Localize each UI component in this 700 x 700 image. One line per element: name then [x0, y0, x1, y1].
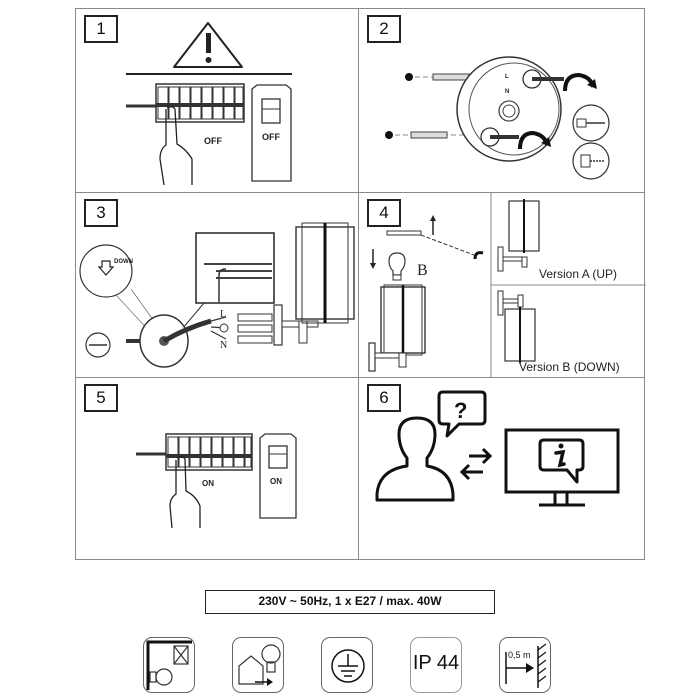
screwdriver-icon	[572, 104, 610, 142]
rotate-arrow-icon	[518, 72, 597, 150]
main-switch-box	[259, 433, 297, 519]
hand-pointing-icon	[159, 106, 193, 186]
panel-1-illustration: OFF OFF	[126, 22, 292, 186]
panel-step-3: 3 DOWN	[75, 192, 359, 378]
drill-icon	[572, 142, 610, 180]
warning-icon	[173, 22, 243, 68]
step-number: 5	[84, 384, 118, 412]
min-distance-icon: 0,5 m	[499, 637, 551, 693]
question-bubble-icon: ?	[437, 390, 487, 438]
wire-n-label: N	[220, 340, 227, 351]
down-label: DOWN	[114, 259, 133, 265]
ip-rating-label: IP 44	[412, 652, 460, 674]
breaker-state-label: ON	[202, 479, 214, 488]
panel-step-4: 4 B	[358, 192, 646, 379]
exchange-arrows-icon	[459, 447, 493, 481]
detail-magnifier: DOWN	[79, 244, 162, 334]
protective-earth-icon	[321, 637, 373, 693]
indoor-outdoor-mounting-icon	[143, 637, 195, 693]
switch-state-label: ON	[270, 477, 282, 486]
panel-4-illustration: B	[368, 193, 646, 379]
step-number: 6	[367, 384, 401, 412]
panel-2-illustration: L N	[385, 56, 610, 180]
panel-step-2: 2 L N	[358, 8, 645, 193]
svg-text:?: ?	[454, 398, 467, 423]
panel-6-illustration: ?	[375, 390, 620, 507]
bulb-icon	[370, 249, 406, 281]
version-a-label: Version A (UP)	[539, 267, 618, 281]
step-number: 3	[84, 199, 118, 227]
step-number: 4	[367, 199, 401, 227]
lamp-main-drawing	[368, 284, 426, 372]
bulb-label: B	[417, 262, 428, 279]
wire-l-label: L	[220, 309, 226, 320]
monitor-info-icon	[504, 428, 620, 507]
hand-pointing-icon	[169, 456, 201, 529]
switch-state-label: OFF	[262, 132, 280, 142]
panel-step-5: 5 ON ON	[75, 377, 359, 560]
person-icon	[375, 416, 455, 502]
terminal-n-label: N	[505, 89, 509, 95]
glass-removal	[386, 215, 484, 260]
distance-label: 0,5 m	[508, 650, 531, 660]
wire-connectors	[210, 313, 273, 344]
main-switch-box	[251, 84, 292, 182]
terminal-l-label: L	[505, 74, 509, 80]
screwdriver-icon	[85, 332, 111, 358]
panel-step-6: 6 ?	[358, 377, 645, 560]
circuit-breaker-panel	[136, 433, 253, 471]
step-number: 2	[367, 15, 401, 43]
circuit-breaker-panel	[126, 83, 245, 123]
version-b-label: Version B (DOWN)	[519, 360, 620, 374]
panel-5-illustration: ON ON	[136, 433, 297, 529]
mounting-plate	[126, 314, 212, 368]
panel-step-1: 1 OFF OFF	[75, 8, 359, 193]
wiring-detail-inset	[171, 232, 275, 342]
panel-3-illustration: DOWN	[79, 222, 355, 368]
step-number: 1	[84, 15, 118, 43]
outdoor-lamp-suitable-icon	[232, 637, 284, 693]
electrical-spec: 230V ~ 50Hz, 1 x E27 / max. 40W	[205, 590, 495, 614]
lamp-version-a	[497, 199, 540, 272]
breaker-state-label: OFF	[204, 136, 222, 146]
ip-rating-icon: IP 44	[410, 637, 462, 693]
lamp-version-b	[497, 290, 536, 363]
wall-lamp-drawing	[273, 222, 355, 346]
